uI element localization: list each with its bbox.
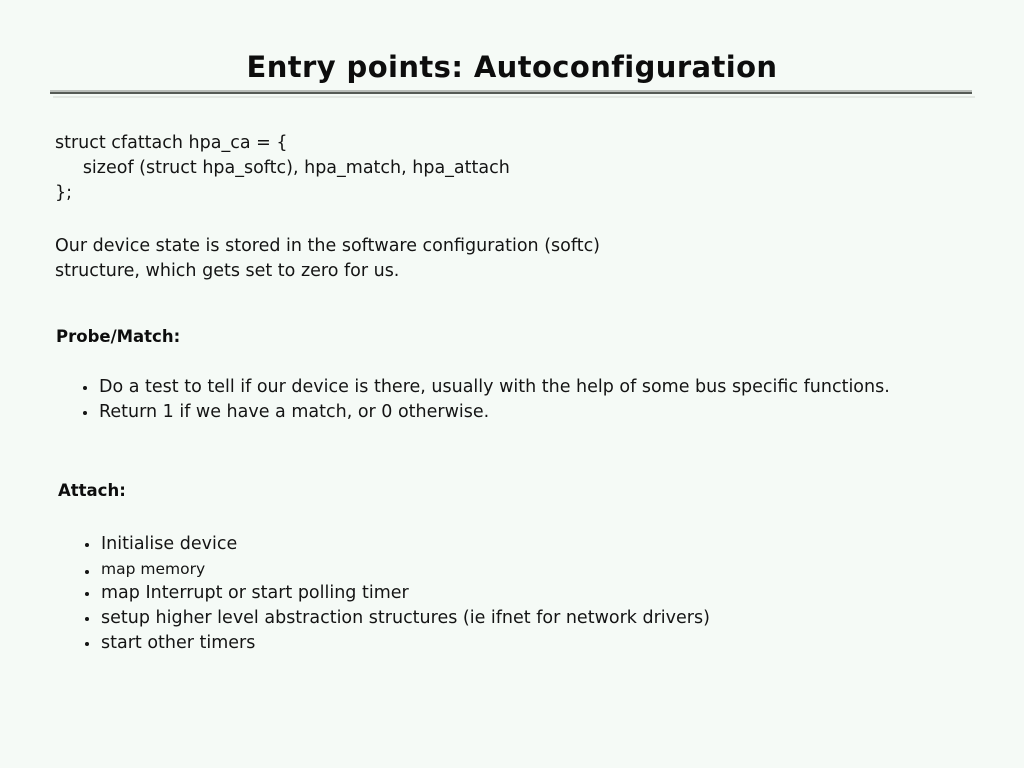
attach-bullet-list: Initialise device map memory map Interru… — [84, 532, 995, 656]
list-item: Do a test to tell if our device is there… — [82, 375, 995, 400]
title-divider-shadow — [53, 96, 975, 98]
list-item: Initialise device — [84, 532, 995, 557]
page-title: Entry points: Autoconfiguration — [246, 50, 778, 84]
list-item-label: Return 1 if we have a match, or 0 otherw… — [99, 402, 490, 422]
probe-match-bullet-list: Do a test to tell if our device is there… — [82, 375, 995, 425]
list-item: map memory — [84, 557, 995, 581]
list-item: setup higher level abstraction structure… — [84, 606, 995, 631]
list-item: map Interrupt or start polling timer — [84, 581, 995, 606]
bullet-dot-icon — [83, 411, 87, 415]
bullet-dot-icon — [85, 570, 89, 574]
paragraph-line: structure, which gets set to zero for us… — [55, 261, 400, 281]
section-heading-attach: Attach: — [58, 481, 126, 500]
list-item: Return 1 if we have a match, or 0 otherw… — [82, 400, 995, 425]
list-item-label: map memory — [101, 560, 206, 578]
code-block: struct cfattach hpa_ca = { sizeof (struc… — [55, 133, 510, 203]
section-heading-probe-match: Probe/Match: — [56, 327, 181, 346]
bullet-dot-icon — [85, 617, 89, 621]
title-divider — [50, 90, 972, 94]
list-item: start other timers — [84, 631, 995, 656]
slide-content: struct cfattach hpa_ca = { sizeof (struc… — [55, 131, 995, 656]
list-item-label: setup higher level abstraction structure… — [101, 608, 710, 628]
paragraph-line: Our device state is stored in the softwa… — [55, 236, 601, 256]
bullet-dot-icon — [85, 592, 89, 596]
list-item-label: Initialise device — [101, 534, 238, 554]
list-item-label: start other timers — [101, 633, 256, 653]
intro-paragraph: Our device state is stored in the softwa… — [55, 234, 995, 284]
bullet-dot-icon — [85, 642, 89, 646]
bullet-dot-icon — [83, 386, 87, 390]
list-item-label: map Interrupt or start polling timer — [101, 583, 409, 603]
bullet-dot-icon — [85, 543, 89, 547]
list-item-label: Do a test to tell if our device is there… — [99, 377, 890, 397]
